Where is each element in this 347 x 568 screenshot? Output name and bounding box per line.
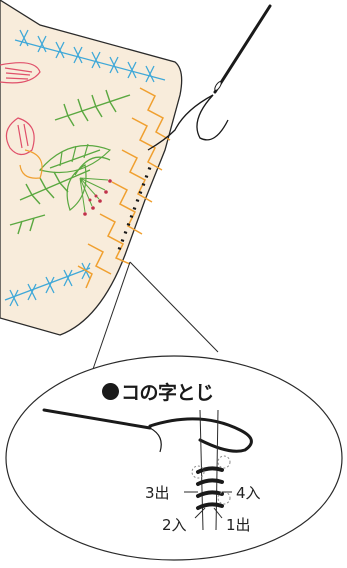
blue-cross-stitches	[14, 29, 166, 83]
callout-title-text: コの字とじ	[121, 382, 214, 404]
detail-ladder-stitches	[196, 466, 224, 510]
callout-title: コの字とじ	[102, 378, 272, 405]
detail-stitch-highlights	[191, 455, 231, 505]
needle-with-thread	[147, 4, 272, 151]
green-fern-stitches	[9, 89, 131, 235]
edge-stitches	[117, 167, 152, 250]
label-1-out: 1出	[226, 516, 251, 534]
orange-zigzag-stitches	[77, 87, 171, 289]
fan-flower	[74, 156, 112, 216]
detail-label-leaders	[184, 491, 232, 519]
label-4-in: 4入	[236, 484, 261, 502]
label-2-in: 2入	[162, 516, 187, 534]
callout-connector	[91, 261, 219, 373]
detail-needle	[42, 408, 253, 453]
green-leaf-shapes	[38, 143, 112, 211]
label-3-out: 3出	[145, 484, 170, 502]
bullet-dot-icon	[102, 383, 119, 400]
callout-ellipse	[5, 355, 343, 561]
flower-motifs	[0, 62, 43, 179]
fabric-piece	[0, 0, 183, 336]
